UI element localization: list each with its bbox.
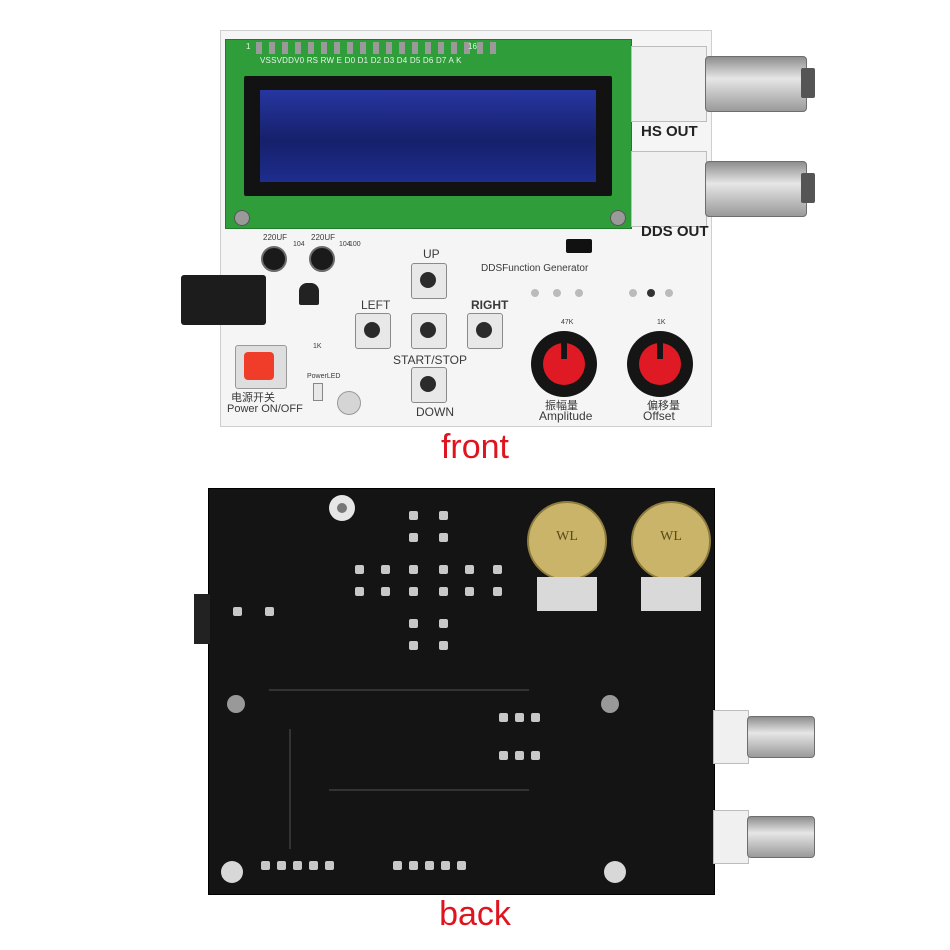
- back-bnc-connector-lower: [713, 806, 815, 866]
- start-stop-label: START/STOP: [393, 353, 468, 367]
- lcd-pin-number-end: 16: [468, 42, 477, 51]
- front-board: 1 16 VSSVDDV0 RS RW E D0 D1 D2 D3 D4 D5 …: [181, 30, 815, 427]
- trace-1: [269, 689, 529, 691]
- electrolytic-cap-2: [309, 246, 335, 272]
- amplitude-label-cn: 振幅量: [545, 400, 578, 412]
- up-button[interactable]: [411, 263, 447, 299]
- cap1b-label: 104: [293, 241, 305, 248]
- left-button[interactable]: [355, 313, 391, 349]
- ground-icon: [337, 391, 361, 415]
- amplitude-label-en: Amplitude: [539, 409, 593, 423]
- back-bnc-connector-upper: [713, 706, 815, 766]
- cap2-label: 220UF: [311, 233, 336, 242]
- center-button[interactable]: [411, 313, 447, 349]
- mount-hole-top: [329, 495, 355, 521]
- led-row: [531, 289, 701, 301]
- right-button[interactable]: [467, 313, 503, 349]
- power-res-label: 1K: [313, 343, 322, 350]
- power-label-cn: 电源开关: [231, 392, 275, 404]
- pot-right: WL: [631, 501, 711, 621]
- trace-3: [329, 789, 529, 791]
- screw-left: [227, 695, 245, 713]
- down-button[interactable]: [411, 367, 447, 403]
- pot-left: WL: [527, 501, 607, 621]
- lcd-pin-labels: VSSVDDV0 RS RW E D0 D1 D2 D3 D4 D5 D6 D7…: [260, 56, 462, 65]
- lcd-bezel: [244, 76, 612, 196]
- regulator: [299, 283, 319, 305]
- offset-label-cn: 偏移量: [647, 400, 680, 412]
- board-title: DDSFunction Generator: [481, 263, 589, 274]
- power-label-en: Power ON/OFF: [227, 403, 303, 415]
- screw-right: [601, 695, 619, 713]
- trace-2: [289, 729, 291, 849]
- hs-out-label: HS OUT: [641, 123, 698, 140]
- up-label: UP: [423, 247, 440, 261]
- cap2c-label: 100: [349, 241, 361, 248]
- front-caption: front: [440, 428, 510, 466]
- ic-chip-icon: [566, 239, 592, 253]
- right-label: RIGHT: [471, 298, 509, 312]
- power-led-label: PowerLED: [307, 373, 341, 380]
- electrolytic-cap-1: [261, 246, 287, 272]
- lcd-header-pins: [256, 42, 496, 54]
- hs-out-connector: [631, 46, 821, 122]
- back-dc-jack: [194, 594, 210, 644]
- cap1-label: 220UF: [263, 233, 288, 242]
- cap2b-label: 104: [339, 241, 351, 248]
- lcd-mount-screw-left: [234, 210, 250, 226]
- back-board: WL WL: [208, 488, 715, 895]
- offset-knob[interactable]: [627, 331, 693, 397]
- dds-out-connector: [631, 151, 821, 227]
- offset-label-en: Offset: [643, 409, 675, 423]
- power-switch[interactable]: [235, 345, 287, 389]
- left-label: LEFT: [361, 298, 391, 312]
- amplitude-value: 47K: [561, 319, 574, 326]
- dc-power-jack: [181, 275, 266, 325]
- pot-left-mark: WL: [556, 529, 578, 544]
- mount-hole-bottom-right: [604, 861, 626, 883]
- power-led: [313, 383, 323, 401]
- pot-right-mark: WL: [660, 529, 682, 544]
- down-label: DOWN: [416, 405, 454, 419]
- lcd-mount-screw-right: [610, 210, 626, 226]
- solder-pads: [209, 489, 714, 894]
- amplitude-knob[interactable]: [531, 331, 597, 397]
- lcd-screen: [260, 90, 596, 182]
- dds-out-label: DDS OUT: [641, 223, 709, 240]
- lcd-pin-number-start: 1: [246, 42, 251, 51]
- back-caption: back: [439, 895, 511, 933]
- lcd-module: 1 16 VSSVDDV0 RS RW E D0 D1 D2 D3 D4 D5 …: [225, 39, 632, 229]
- offset-value: 1K: [657, 319, 666, 326]
- mount-hole-bottom-left: [221, 861, 243, 883]
